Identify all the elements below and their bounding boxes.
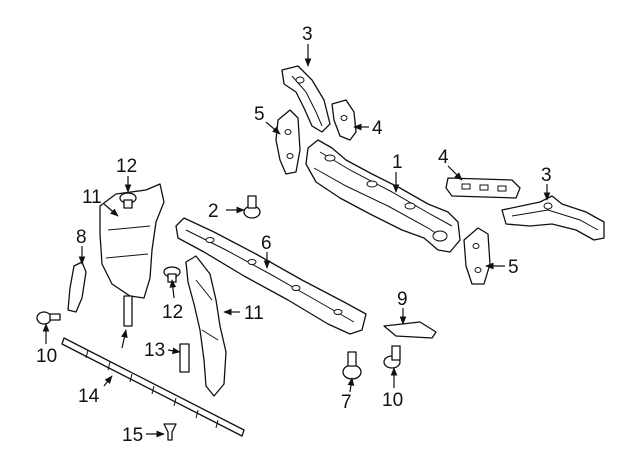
callout-15: 15 xyxy=(122,425,143,446)
callout-10-right: 10 xyxy=(382,390,403,411)
callout-7: 7 xyxy=(341,392,352,413)
support-bracket-right xyxy=(501,195,605,241)
brace-upper xyxy=(331,99,357,141)
clip-12-mid xyxy=(163,266,181,283)
callout-14: 14 xyxy=(78,386,100,407)
callout-12-mid: 12 xyxy=(162,302,183,323)
callout-5-right: 5 xyxy=(508,257,519,278)
callout-1: 1 xyxy=(392,152,403,173)
callout-5-left: 5 xyxy=(254,104,265,125)
callout-3-top: 3 xyxy=(302,24,313,45)
callout-11-left: 11 xyxy=(82,187,102,208)
brace-right xyxy=(445,177,521,199)
callout-4-right: 4 xyxy=(438,147,449,168)
lower-shield-strip xyxy=(61,337,245,437)
callout-11-right: 11 xyxy=(244,303,264,324)
callout-9: 9 xyxy=(397,289,408,310)
callout-6: 6 xyxy=(261,233,272,254)
side-bracket-left xyxy=(275,109,301,175)
bolt-10-left xyxy=(36,311,61,325)
seal-13 xyxy=(123,295,190,373)
callout-12-top: 12 xyxy=(116,156,137,177)
callout-2: 2 xyxy=(208,201,219,222)
lower-radiator-support xyxy=(175,217,367,335)
callout-8: 8 xyxy=(76,227,87,248)
callout-3-right: 3 xyxy=(541,165,552,186)
callout-13: 13 xyxy=(144,340,165,361)
leader-lines xyxy=(42,44,551,438)
plate-9 xyxy=(383,321,437,339)
bolt-10-right xyxy=(383,345,401,369)
upper-radiator-support xyxy=(305,139,461,253)
clip-12-top xyxy=(119,192,137,209)
bolt-2 xyxy=(243,195,261,219)
bolt-7 xyxy=(342,351,362,380)
support-bracket-8 xyxy=(67,261,87,313)
pin-15 xyxy=(163,423,177,441)
callout-4-top: 4 xyxy=(372,118,383,139)
support-bracket-upper-left xyxy=(281,65,331,133)
air-deflector-right xyxy=(185,255,227,397)
callout-10-left: 10 xyxy=(36,346,57,367)
side-bracket-right xyxy=(463,227,491,285)
